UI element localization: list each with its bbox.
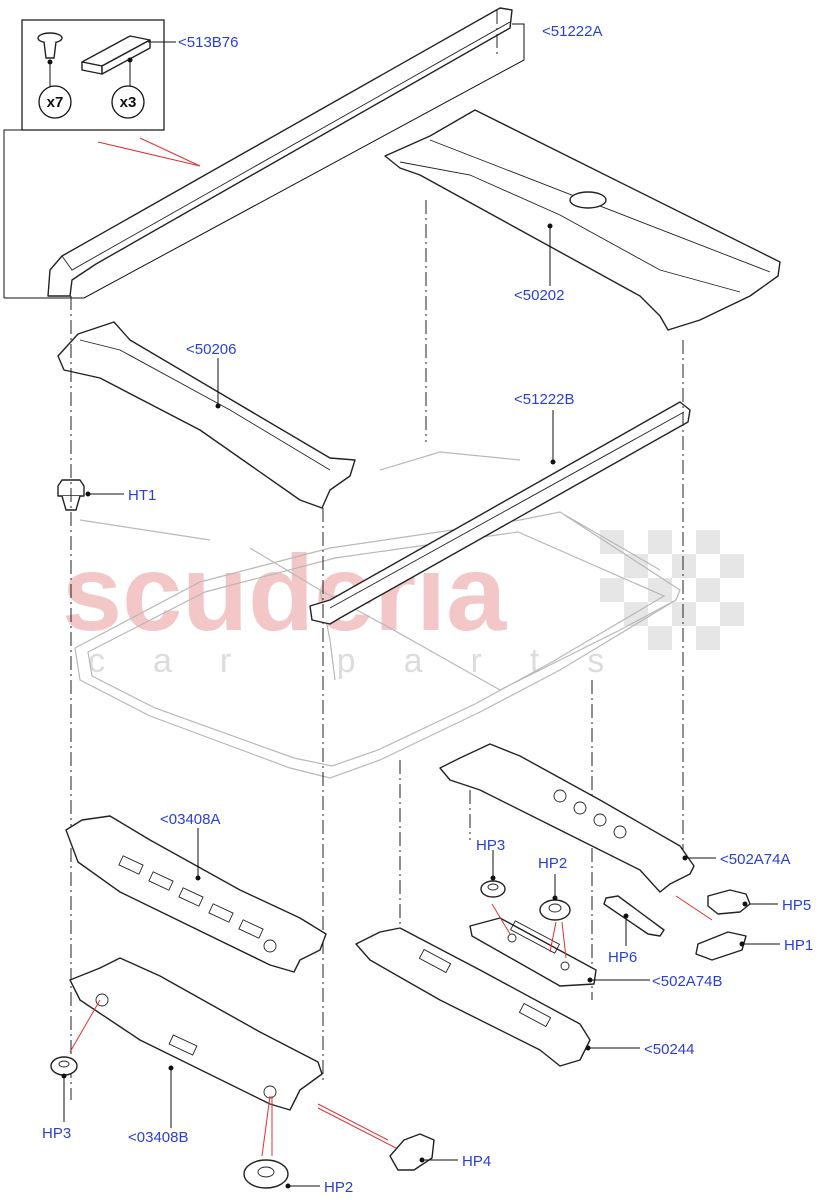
label-HP3-lower: HP3 xyxy=(42,1125,71,1142)
qty-badge-block xyxy=(111,85,145,119)
label-03408B: <03408B xyxy=(128,1129,188,1146)
label-HP2-upper: HP2 xyxy=(538,855,567,872)
pad-HP2-lower xyxy=(243,1159,289,1189)
label-HP5: HP5 xyxy=(782,897,811,914)
strip-HP6 xyxy=(603,895,665,937)
pad-HP5 xyxy=(707,889,751,915)
roof-rail-51222B xyxy=(309,401,691,625)
foam-block-icon xyxy=(81,35,151,75)
rear-member-50244 xyxy=(355,927,591,1067)
label-502A74A: <502A74A xyxy=(720,851,790,868)
centerlines xyxy=(70,10,684,1100)
label-51222A: <51222A xyxy=(542,23,602,40)
fastener-HT1 xyxy=(57,479,91,511)
header-panel-03408A xyxy=(65,815,327,973)
qty-badge-clip xyxy=(38,85,72,119)
label-50202: <50202 xyxy=(514,287,564,304)
label-HP1: HP1 xyxy=(784,937,813,954)
pad-HP1 xyxy=(695,931,747,961)
label-51222B: <51222B xyxy=(514,391,574,408)
label-HP6: HP6 xyxy=(608,949,637,966)
label-50206: <50206 xyxy=(186,341,236,358)
part-labels: <513B76 <51222A <50202 <50206 <51222B HT… xyxy=(42,23,813,1196)
red-callouts xyxy=(69,895,713,1157)
roof-panel-50202 xyxy=(384,109,781,331)
checkered-flag-icon xyxy=(600,530,744,650)
pad-HP3-lower xyxy=(50,1056,78,1076)
watermark: scuderia car parts xyxy=(62,530,744,680)
crossmember-502A74A xyxy=(439,743,695,893)
qty-block: x3 xyxy=(120,94,137,111)
watermark-tagline: car parts xyxy=(88,642,652,680)
label-HP3-upper: HP3 xyxy=(476,837,505,854)
qty-clip: x7 xyxy=(47,94,64,111)
label-502A74B: <502A74B xyxy=(652,973,722,990)
label-03408A: <03408A xyxy=(160,811,220,828)
label-513B76: <513B76 xyxy=(178,34,238,51)
label-50244: <50244 xyxy=(644,1041,694,1058)
pad-HP2-upper xyxy=(539,899,571,921)
header-panel-03408B xyxy=(69,957,323,1111)
label-HP2-lower: HP2 xyxy=(324,1179,353,1196)
label-HP4: HP4 xyxy=(462,1153,491,1170)
label-HT1: HT1 xyxy=(128,487,156,504)
pad-HP4 xyxy=(389,1133,435,1171)
pad-HP3-upper xyxy=(480,880,506,898)
roof-rail-51222A xyxy=(47,7,513,297)
leaders xyxy=(61,226,780,1189)
clip-fastener-icon xyxy=(37,32,63,65)
kit-bracket-left xyxy=(3,129,22,298)
roof-bow-50206 xyxy=(57,321,356,509)
fastener-kit-box: x7 x3 xyxy=(21,19,176,131)
